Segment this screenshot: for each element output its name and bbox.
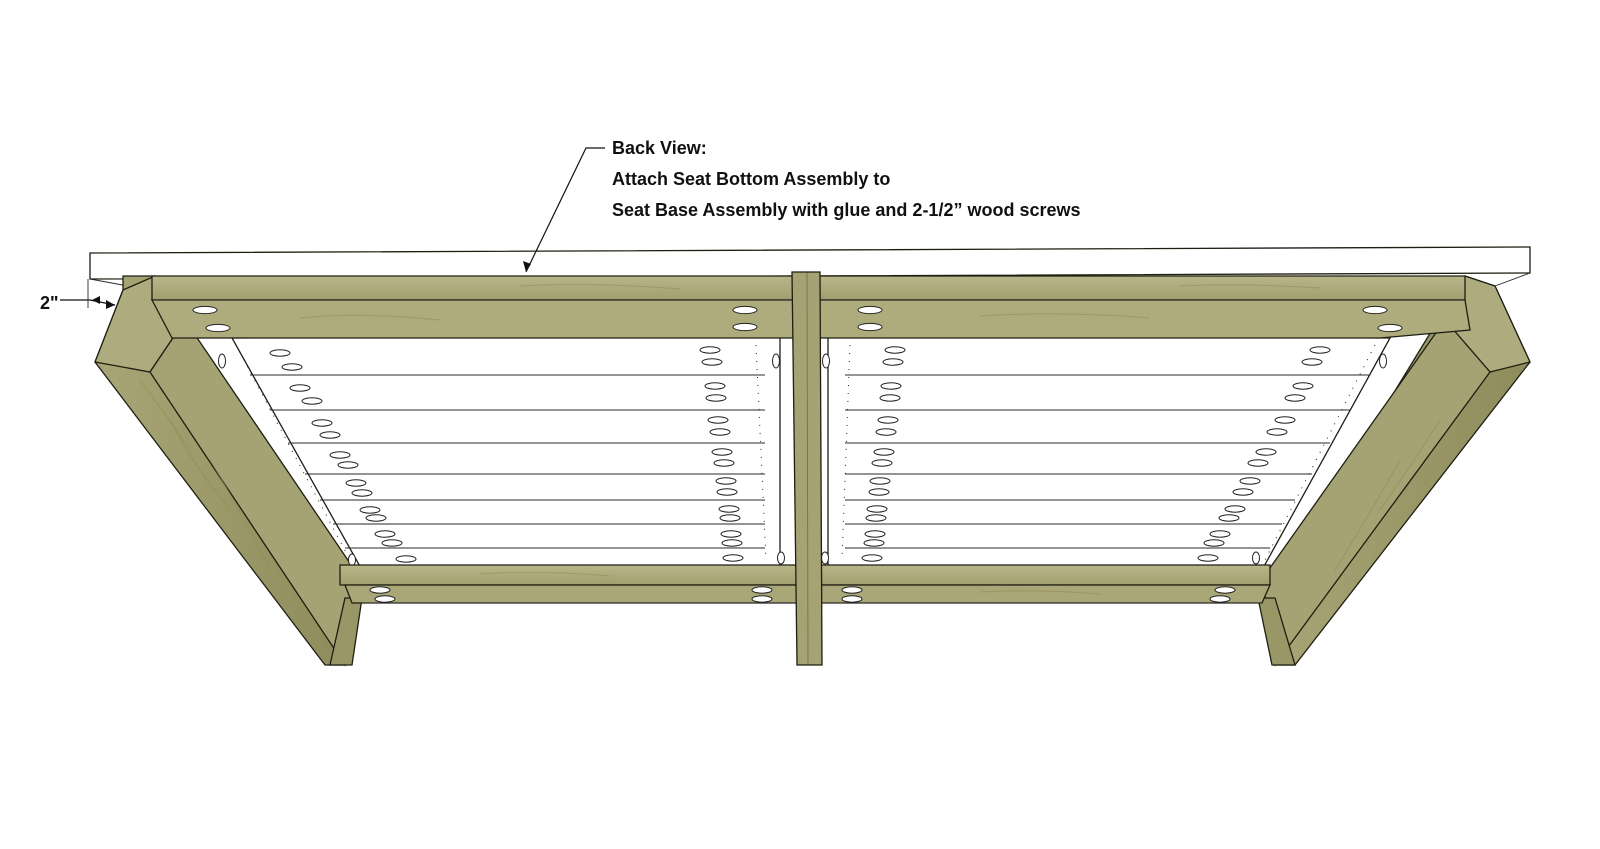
slats-left xyxy=(235,344,767,561)
grain-left-3 xyxy=(139,379,191,451)
grain-back-3 xyxy=(979,313,1151,319)
dimension-label: 2" xyxy=(40,293,59,313)
grain-back-4 xyxy=(1179,284,1321,289)
pocket-holes-back-rail xyxy=(192,305,1403,333)
annotation: Back View: Attach Seat Bottom Assembly t… xyxy=(612,138,1081,220)
pocket-holes-front-rail xyxy=(369,586,1236,603)
grain-back-2 xyxy=(519,284,681,290)
pocket-holes-left xyxy=(218,346,785,567)
grain-front-1 xyxy=(479,571,611,577)
center-divider xyxy=(791,271,823,666)
grain-left-2 xyxy=(209,459,271,571)
grain-right-1 xyxy=(1379,419,1441,511)
right-front-leg xyxy=(1257,597,1296,666)
grain-front-2 xyxy=(979,590,1101,595)
seat-base-top xyxy=(89,246,1531,287)
annotation-line-2: Attach Seat Bottom Assembly to xyxy=(612,169,890,189)
grain-left-1 xyxy=(169,419,231,511)
dimension-marker: 2" xyxy=(40,279,116,313)
slats-right xyxy=(841,344,1376,561)
grain-right-2 xyxy=(1334,459,1401,571)
annotation-line-3: Seat Base Assembly with glue and 2-1/2” … xyxy=(612,200,1081,220)
pocket-holes-right xyxy=(821,346,1387,565)
annotation-line-1: Back View: xyxy=(612,138,707,158)
leader-line xyxy=(523,147,605,273)
grain-back-1 xyxy=(299,314,441,321)
